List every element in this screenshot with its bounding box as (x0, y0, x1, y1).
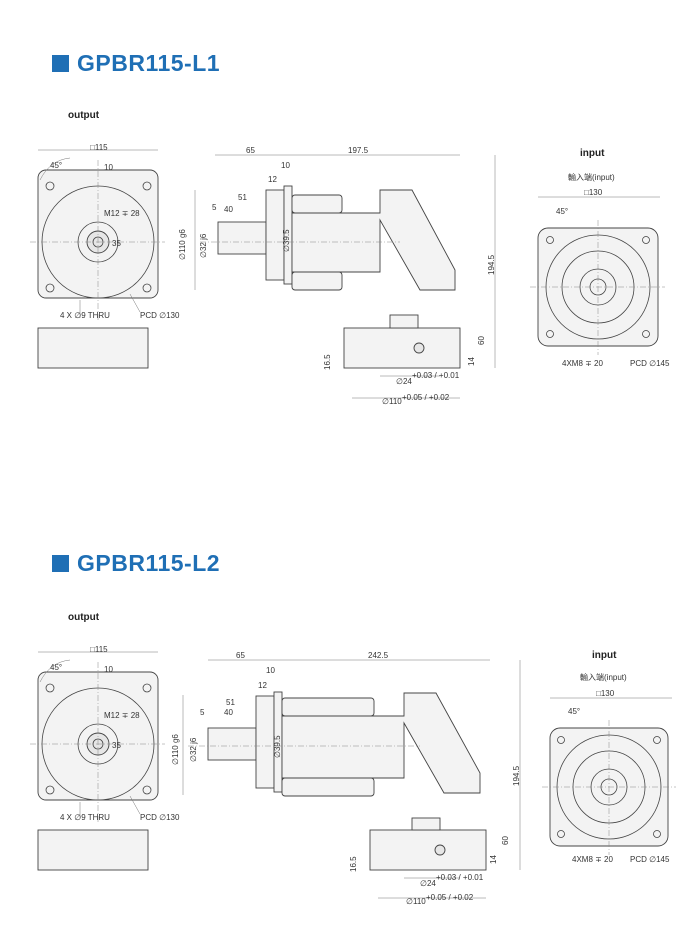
dim-10: 10 (104, 665, 113, 674)
section-gpbr115-l2: GPBR115-L2 output input □115 45° 10 M12 … (0, 500, 698, 950)
output-label: output (68, 110, 100, 121)
drawing-l1: □115 45° 10 M12 ∓ 28 35 4 X ∅9 THRU PCD … (30, 143, 670, 406)
dim-sq115: □115 (90, 143, 108, 152)
dim-194-5: 194.5 (487, 254, 496, 275)
tol-24: +0.03 / +0.01 (412, 371, 460, 380)
dim-m8: 4XM8 ∓ 20 (572, 855, 613, 864)
dim-39-5: ∅39.5 (282, 229, 291, 252)
dim-12: 12 (258, 681, 267, 690)
section-heading: GPBR115-L1 (52, 50, 220, 77)
dim-40: 40 (224, 205, 233, 214)
output-label: output (68, 612, 100, 623)
dim-60: 60 (477, 336, 486, 345)
dim-65: 65 (236, 651, 245, 660)
dim-m8: 4XM8 ∓ 20 (562, 359, 603, 368)
dim-16-5: 16.5 (323, 354, 332, 370)
dim-10b: 10 (281, 161, 290, 170)
dim-pcd145: PCD ∅145 (630, 855, 670, 864)
input-caption: 輸入端(input) (580, 672, 627, 682)
output-front-view: □115 45° 10 M12 ∓ 28 35 4 X ∅9 THRU PCD … (30, 645, 180, 871)
section-title: GPBR115-L2 (77, 550, 221, 576)
dim-60: 60 (501, 836, 510, 845)
dim-39-5: ∅39.5 (273, 735, 282, 758)
dim-65: 65 (246, 146, 255, 155)
dim-sq130: □130 (596, 689, 615, 698)
dim-m12: M12 ∓ 28 (104, 711, 140, 720)
tol-24: +0.03 / +0.01 (436, 873, 484, 882)
dim-pcd130: PCD ∅130 (140, 813, 180, 822)
dim-32j6: ∅32 j6 (199, 233, 208, 258)
dim-242-5: 242.5 (368, 651, 389, 660)
drawing-l2: □115 45° 10 M12 ∓ 28 35 4 X ∅9 THRU PCD … (30, 645, 676, 906)
dim-51: 51 (226, 698, 235, 707)
input-caption: 輸入端(input) (568, 172, 615, 182)
dim-angle45b: 45° (568, 707, 580, 716)
dim-holes: 4 X ∅9 THRU (60, 813, 110, 822)
dim-110b: ∅110 (382, 397, 402, 406)
dim-14: 14 (489, 855, 498, 864)
dim-110g6: ∅110 g6 (171, 734, 180, 765)
dim-5: 5 (212, 203, 217, 212)
dim-sq115: □115 (90, 645, 108, 654)
input-view: 輸入端(input) □130 45° 4XM8 ∓ 20 PCD ∅145 (530, 172, 670, 368)
dim-51: 51 (238, 193, 247, 202)
dim-40: 40 (224, 708, 233, 717)
dim-197-5: 197.5 (348, 146, 369, 155)
dim-pcd145: PCD ∅145 (630, 359, 670, 368)
dim-110b: ∅110 (406, 897, 426, 906)
dim-m12: M12 ∓ 28 (104, 209, 140, 218)
dim-pcd130: PCD ∅130 (140, 311, 180, 320)
output-front-view: □115 45° 10 M12 ∓ 28 35 4 X ∅9 THRU PCD … (30, 143, 180, 369)
side-view: 65 197.5 10 12 51 40 5 ∅110 g6 ∅32 j6 ∅3… (178, 146, 496, 406)
dim-16-5: 16.5 (349, 856, 358, 872)
dim-5: 5 (200, 708, 205, 717)
dim-angle45: 45° (50, 663, 62, 672)
dim-35: 35 (112, 239, 121, 248)
dim-10: 10 (104, 163, 113, 172)
dim-24: ∅24 (420, 879, 436, 888)
dim-sq130: □130 (584, 188, 603, 197)
dim-35: 35 (112, 741, 121, 750)
section-title: GPBR115-L1 (77, 50, 221, 76)
input-label: input (592, 650, 617, 661)
dim-angle45b: 45° (556, 207, 568, 216)
tol-110: +0.05 / +0.02 (426, 893, 474, 902)
heading-square-icon (52, 55, 69, 72)
section-gpbr115-l1: GPBR115-L1 output input □115 45° 10 M12 … (0, 0, 698, 450)
dim-angle45: 45° (50, 161, 62, 170)
dim-12: 12 (268, 175, 277, 184)
section-heading: GPBR115-L2 (52, 550, 220, 577)
side-view: 65 242.5 10 12 51 40 5 ∅110 g6 ∅32 j6 ∅3… (171, 651, 521, 906)
dim-110g6: ∅110 g6 (178, 229, 187, 260)
dim-194-5: 194.5 (512, 765, 521, 786)
input-view: 輸入端(input) □130 45° 4XM8 ∓ 20 PCD ∅145 (542, 672, 676, 864)
tol-110: +0.05 / +0.02 (402, 393, 450, 402)
dim-10b: 10 (266, 666, 275, 675)
dim-holes: 4 X ∅9 THRU (60, 311, 110, 320)
input-label: input (580, 148, 605, 159)
dim-24: ∅24 (396, 377, 412, 386)
dim-32j6: ∅32 j6 (189, 737, 198, 762)
dim-14: 14 (467, 357, 476, 366)
heading-square-icon (52, 555, 69, 572)
